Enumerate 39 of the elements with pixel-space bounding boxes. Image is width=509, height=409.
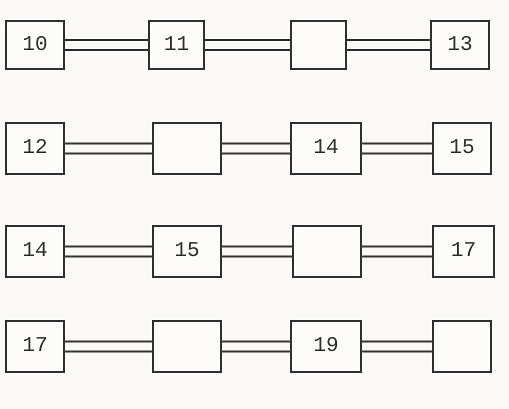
box-number: 14 [22,240,48,263]
number-box [430,20,490,70]
double-line-connector [204,39,291,51]
double-line-connector [361,340,433,352]
box-number: 15 [449,137,475,160]
box-number: 17 [450,240,476,263]
number-box [5,122,65,175]
number-box [5,20,65,70]
double-line-connector [64,246,153,258]
double-line-connector [64,142,153,154]
box-number: 17 [22,335,48,358]
double-line-connector [64,340,153,352]
double-line-connector [361,142,433,154]
double-line-connector [346,39,431,51]
double-line-connector [221,340,291,352]
box-number: 10 [22,34,48,56]
box-number: 14 [313,137,339,160]
double-line-connector [221,246,293,258]
double-line-connector [361,246,433,258]
box-number: 19 [313,335,339,358]
empty-box [292,225,362,278]
number-box [148,20,205,70]
number-box [290,122,362,175]
number-box [290,320,362,373]
box-number: 11 [164,34,190,56]
number-box [432,122,492,175]
box-number: 12 [22,137,48,160]
box-number: 15 [174,240,200,263]
double-line-connector [64,39,149,51]
empty-box [290,20,347,70]
empty-box [152,122,222,175]
number-box [152,225,222,278]
empty-box [432,320,492,373]
number-box [432,225,495,278]
number-box [5,225,65,278]
box-number: 13 [447,34,473,56]
double-line-connector [221,142,291,154]
number-box [5,320,65,373]
empty-box [152,320,222,373]
